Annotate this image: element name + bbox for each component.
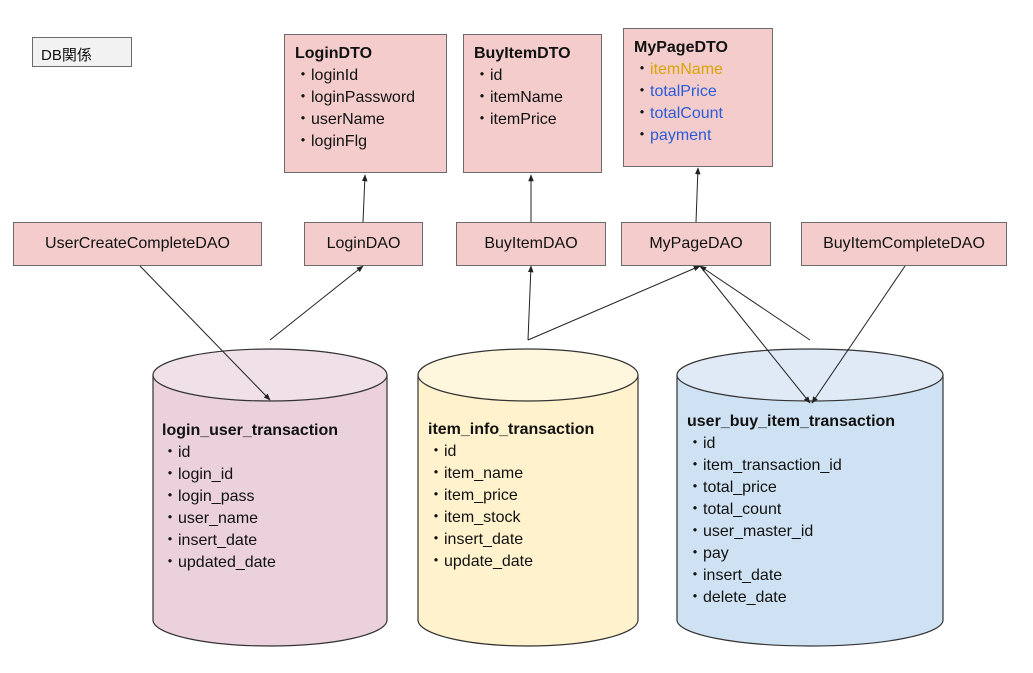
- table-column: ・insert_date: [687, 567, 783, 584]
- diagram-title-text: DB関係: [41, 47, 92, 64]
- buyitem-dto-field: ・id: [474, 67, 503, 84]
- mypage-dto-field: ・totalPrice: [634, 81, 762, 103]
- arrow-buyitemcomplete-userbuyitem: [811, 265, 906, 404]
- login-user-table: login_user_transaction ・id ・login_id ・lo…: [162, 420, 338, 574]
- mypage-dto-bullet: ・: [634, 61, 651, 78]
- table-column: ・user_name: [162, 510, 259, 527]
- table-cylinder-user-buy-item: [676, 348, 944, 647]
- login-dto-name: LoginDTO: [295, 45, 373, 62]
- usercreatecomplete-dao-box: UserCreateCompleteDAO: [13, 222, 262, 266]
- mypage-dto-name: MyPageDTO: [634, 39, 728, 56]
- buyitem-dto-field: ・itemPrice: [474, 111, 557, 128]
- dao-label: BuyItemDAO: [484, 235, 578, 252]
- mypage-dao-box: MyPageDAO: [621, 222, 771, 266]
- dao-label: LoginDAO: [326, 235, 401, 252]
- buyitem-dto-name: BuyItemDTO: [474, 45, 571, 62]
- table-cylinder-item-info: [417, 348, 639, 647]
- dao-label: MyPageDAO: [649, 235, 743, 252]
- table-column: ・login_id: [162, 466, 234, 483]
- mypage-dto-box: MyPageDTO ・itemName ・totalPrice ・totalCo…: [623, 28, 773, 167]
- table-name: login_user_transaction: [162, 422, 339, 439]
- arrow-iteminfo-mypagedao: [527, 265, 701, 341]
- table-column: ・user_master_id: [687, 523, 814, 540]
- table-column: ・total_price: [687, 479, 777, 496]
- mypage-dto-field-name: totalCount: [650, 105, 723, 122]
- arrow-loginuser-logindao: [269, 265, 364, 341]
- table-column: ・id: [428, 443, 457, 460]
- arrow-mypagedao-mypagedto: [694, 167, 701, 223]
- login-dto-field: ・loginId: [295, 67, 359, 84]
- table-column: ・item_name: [428, 465, 524, 482]
- mypage-dto-bullet: ・: [634, 105, 651, 122]
- item-info-table: item_info_transaction ・id ・item_name ・it…: [428, 419, 594, 573]
- login-dto-field: ・userName: [295, 111, 385, 128]
- mypage-dto-field: ・itemName: [634, 59, 762, 81]
- arrow-userbuyitem-mypagedao: [699, 265, 811, 341]
- table-column: ・total_count: [687, 501, 782, 518]
- user-buy-item-table: user_buy_item_transaction ・id ・item_tran…: [687, 411, 895, 609]
- arrow-mypagedao-userbuyitem: [699, 265, 811, 404]
- mypage-dto-bullet: ・: [634, 127, 651, 144]
- table-column: ・id: [162, 444, 191, 461]
- table-column: ・item_transaction_id: [687, 457, 842, 474]
- table-column: ・item_stock: [428, 509, 521, 526]
- table-column: ・insert_date: [428, 531, 524, 548]
- dao-label: UserCreateCompleteDAO: [45, 235, 230, 252]
- buyitemcomplete-dao-box: BuyItemCompleteDAO: [801, 222, 1007, 266]
- login-dto-field: ・loginPassword: [295, 89, 416, 106]
- buyitem-dao-box: BuyItemDAO: [456, 222, 606, 266]
- table-column: ・pay: [687, 545, 729, 562]
- mypage-dto-field-name: payment: [650, 127, 712, 144]
- table-column: ・id: [687, 435, 716, 452]
- table-column: ・update_date: [428, 553, 533, 570]
- dao-label: BuyItemCompleteDAO: [823, 235, 985, 252]
- table-name: item_info_transaction: [428, 421, 595, 438]
- table-column: ・delete_date: [687, 589, 787, 606]
- mypage-dto-bullet: ・: [634, 83, 651, 100]
- arrow-usercreate-loginuser: [139, 265, 271, 401]
- mypage-dto-field-name: itemName: [650, 61, 723, 78]
- mypage-dto-field: ・totalCount: [634, 103, 762, 125]
- diagram-title: DB関係: [32, 37, 132, 67]
- login-dao-box: LoginDAO: [304, 222, 423, 266]
- mypage-dto-field-name: totalPrice: [650, 83, 717, 100]
- table-column: ・login_pass: [162, 488, 255, 505]
- table-column: ・updated_date: [162, 554, 276, 571]
- buyitem-dto-field: ・itemName: [474, 89, 563, 106]
- table-cylinder-login-user: [152, 348, 388, 647]
- buyitem-dto-box: BuyItemDTO ・id ・itemName ・itemPrice: [463, 34, 602, 173]
- login-dto-field: ・loginFlg: [295, 133, 368, 150]
- arrow-logindao-logindto: [361, 174, 368, 223]
- arrow-iteminfo-buyitemdao: [527, 265, 534, 341]
- table-column: ・insert_date: [162, 532, 258, 549]
- table-name: user_buy_item_transaction: [687, 413, 896, 430]
- login-dto-box: LoginDTO ・loginId ・loginPassword ・userNa…: [284, 34, 447, 173]
- mypage-dto-field: ・payment: [634, 125, 762, 147]
- table-column: ・item_price: [428, 487, 518, 504]
